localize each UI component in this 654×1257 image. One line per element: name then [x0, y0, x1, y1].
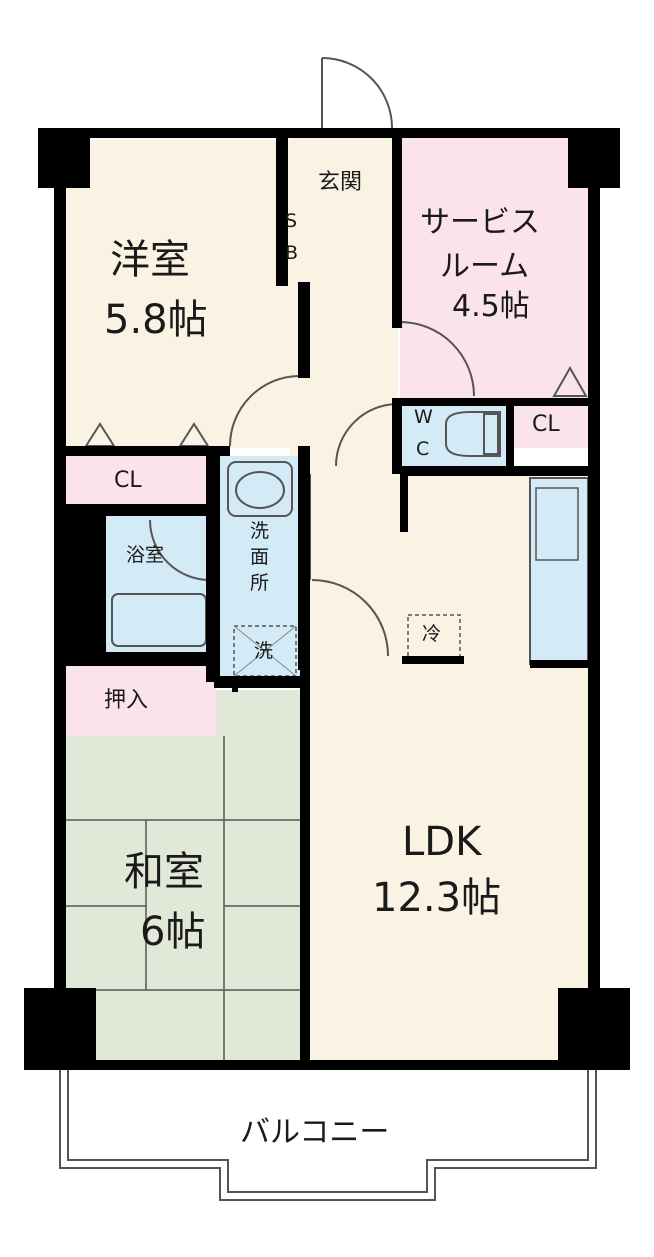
- western-room-area: [66, 140, 298, 448]
- wc-label-c: C: [416, 438, 430, 460]
- wc-label-w: W: [414, 406, 433, 428]
- fridge-label: 冷: [422, 623, 442, 645]
- japanese-room-area: [66, 690, 302, 1062]
- walls: [24, 128, 630, 1070]
- washroom-label-3: 所: [250, 572, 270, 594]
- kitchen-counter: [529, 477, 589, 665]
- shoe-box-label-b: B: [285, 242, 299, 264]
- entrance-label: 玄関: [318, 170, 363, 195]
- western-room-size: 5.8帖: [104, 297, 208, 343]
- washroom-label-1: 洗: [250, 520, 270, 542]
- japanese-room-size: 6帖: [140, 909, 206, 955]
- door-swings: [149, 321, 475, 657]
- basin-bowl: [235, 471, 285, 509]
- balcony: [59, 1070, 597, 1201]
- ldk-size: 12.3帖: [372, 875, 502, 921]
- oshiire-label: 押入: [104, 688, 149, 713]
- entrance-door: [321, 57, 393, 131]
- washroom-label-2: 面: [250, 546, 270, 568]
- closet-service-area: [514, 400, 588, 448]
- service-room-size: 4.5帖: [452, 289, 530, 324]
- closet-western-label: CL: [114, 468, 142, 493]
- shoe-box-label-s: S: [285, 210, 298, 232]
- bathroom-label: 浴室: [126, 544, 165, 566]
- bathroom-area: [106, 516, 212, 652]
- service-room-name-line2: ルーム: [440, 249, 530, 284]
- ldk-name: LDK: [402, 819, 482, 865]
- tatami-lines: [66, 736, 302, 1062]
- wash-basin: [227, 461, 293, 517]
- western-room-name: 洋室: [110, 237, 190, 283]
- balcony-label: バルコニー: [240, 1115, 390, 1150]
- washroom-area: [220, 456, 300, 678]
- toilet: [445, 411, 501, 457]
- closet-western-area: [66, 456, 206, 504]
- japanese-room-name: 和室: [124, 849, 204, 895]
- closet-service-label: CL: [532, 412, 560, 437]
- kitchen-sink: [535, 487, 579, 561]
- washer-label: 洗: [254, 640, 274, 662]
- service-room-area: [400, 138, 588, 398]
- service-room-name-line1: サービス: [420, 205, 540, 240]
